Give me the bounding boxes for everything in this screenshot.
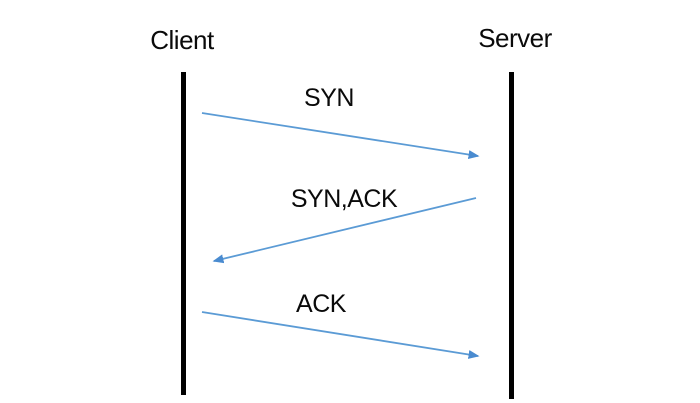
syn-ack-label: SYN,ACK [290, 185, 398, 213]
server-label: Server [478, 23, 552, 53]
syn-arrow [201, 112, 480, 159]
syn-ack-arrow [212, 197, 477, 264]
ack-arrow [201, 311, 480, 359]
ack-label: ACK [296, 290, 346, 318]
server-lifeline [509, 72, 514, 399]
client-lifeline [181, 72, 186, 395]
syn-label: SYN [304, 84, 354, 112]
client-label: Client [150, 25, 214, 55]
